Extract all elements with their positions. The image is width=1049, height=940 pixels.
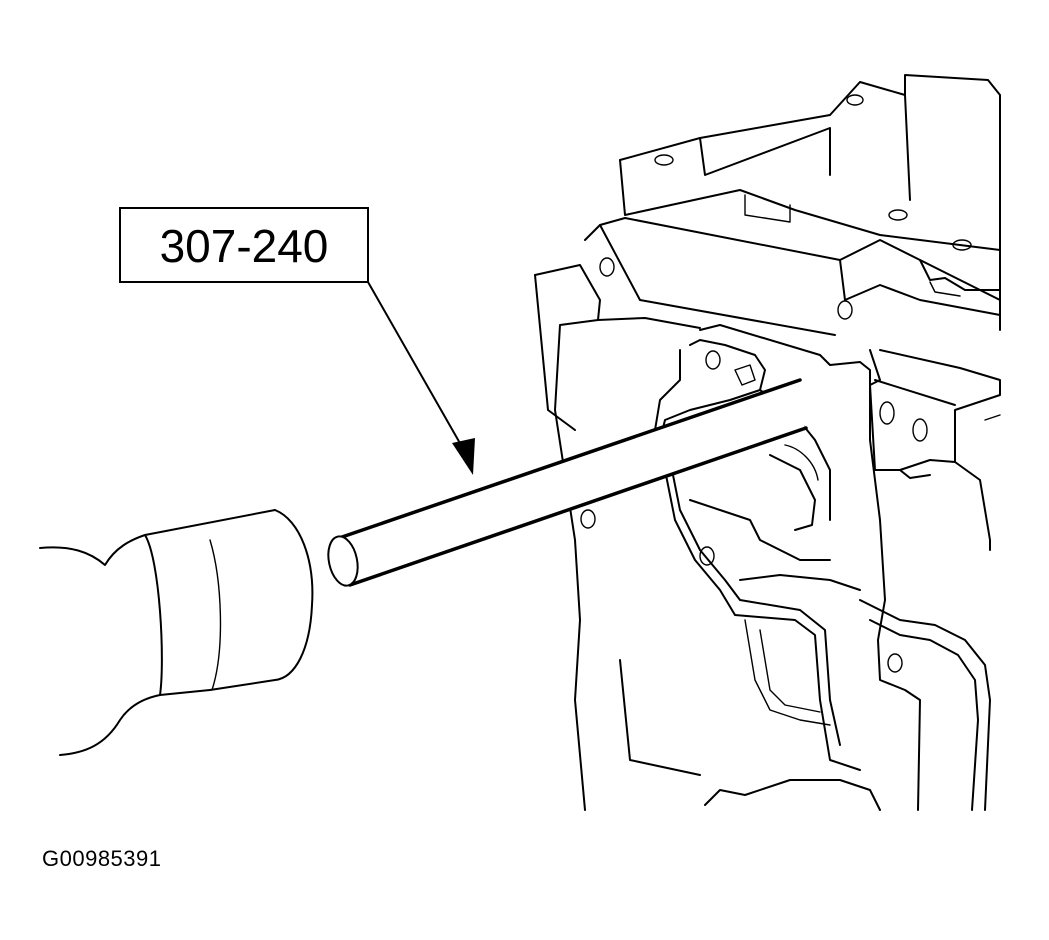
- driver-handle: [39, 509, 314, 756]
- callout: 307-240: [119, 207, 475, 475]
- callout-label: 307-240: [160, 220, 329, 272]
- callout-box: [119, 207, 369, 283]
- transmission-case: [534, 74, 1001, 811]
- arrowhead-icon: [452, 438, 475, 475]
- tool-shaft: [327, 378, 808, 587]
- figure-id: G00985391: [42, 846, 162, 871]
